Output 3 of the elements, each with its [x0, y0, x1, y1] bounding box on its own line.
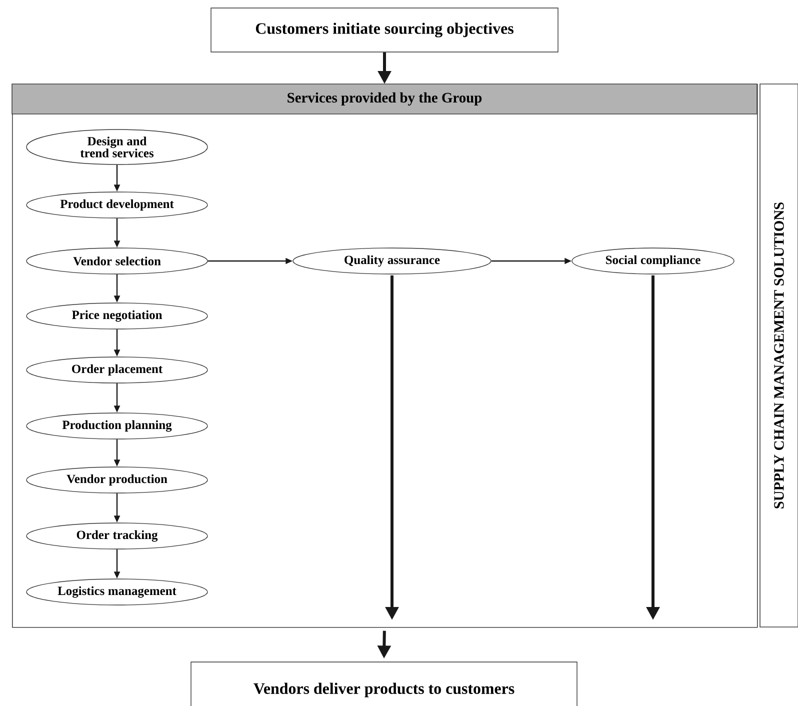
- process-box: Customers initiate sourcing objectives: [210, 8, 558, 52]
- side-band: SUPPLY CHAIN MANAGEMENT SOLUTIONS: [760, 84, 798, 628]
- process-box: Vendors deliver products to customers: [190, 662, 578, 706]
